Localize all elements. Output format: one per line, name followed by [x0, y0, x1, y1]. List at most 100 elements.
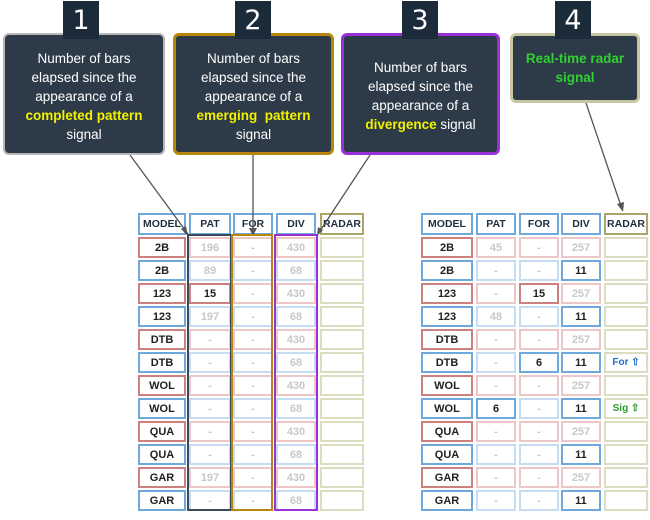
cell-div: 257	[561, 329, 601, 350]
cell-div: 430	[276, 421, 316, 442]
callout-2-post: signal	[235, 126, 272, 142]
callout-4-text: Real-time radar signal	[513, 49, 637, 87]
header-for: FOR	[519, 213, 559, 235]
cell-radar	[320, 306, 364, 327]
cell-div: 68	[276, 306, 316, 327]
cell-div: 11	[561, 306, 601, 327]
cell-model: QUA	[138, 444, 186, 465]
cell-model: 2B	[138, 237, 186, 258]
cell-div: 68	[276, 352, 316, 373]
callout-completed-pattern: Number of bars elapsed since the appeara…	[3, 33, 165, 155]
badge-2: 2	[235, 1, 271, 39]
callout-3-pre: Number of bars elapsed since the appeara…	[367, 60, 474, 113]
callout-4-highlight: Real-time radar signal	[525, 51, 625, 85]
cell-pat: 6	[476, 398, 516, 419]
cell-div: 11	[561, 260, 601, 281]
callout-emerging-pattern: Number of bars elapsed since the appeara…	[173, 33, 334, 155]
cell-model: DTB	[421, 329, 473, 350]
cell-div: 430	[276, 283, 316, 304]
cell-pat: 45	[476, 237, 516, 258]
cell-for: -	[519, 467, 559, 488]
cell-model: WOL	[138, 398, 186, 419]
header-model: MODEL	[138, 213, 186, 235]
cell-div: 257	[561, 375, 601, 396]
cell-radar	[604, 375, 648, 396]
cell-pat: -	[189, 421, 231, 442]
cell-pat: -	[476, 444, 516, 465]
cell-model: 123	[138, 306, 186, 327]
cell-for: 15	[519, 283, 559, 304]
cell-div: 68	[276, 260, 316, 281]
cell-pat: -	[476, 329, 516, 350]
cell-radar	[320, 283, 364, 304]
cell-pat: -	[476, 352, 516, 373]
cell-radar	[604, 421, 648, 442]
cell-div: 11	[561, 352, 601, 373]
cell-model: WOL	[138, 375, 186, 396]
header-radar: RADAR	[604, 213, 648, 235]
cell-for: -	[519, 444, 559, 465]
header-div: DIV	[276, 213, 316, 235]
cell-model: 123	[421, 283, 473, 304]
cell-radar	[320, 467, 364, 488]
cell-pat: 48	[476, 306, 516, 327]
badge-3: 3	[402, 1, 438, 39]
cell-model: 2B	[421, 260, 473, 281]
cell-pat: -	[476, 260, 516, 281]
badge-1: 1	[63, 1, 99, 39]
connector-line-3	[317, 154, 371, 235]
connector-line-4	[585, 102, 623, 210]
cell-model: DTB	[138, 329, 186, 350]
connector-line-1	[129, 154, 189, 235]
cell-model: GAR	[138, 467, 186, 488]
callout-1-pre: Number of bars elapsed since the appeara…	[31, 50, 137, 104]
header-model: MODEL	[421, 213, 473, 235]
cell-radar	[604, 283, 648, 304]
cell-pat: -	[476, 283, 516, 304]
connector-arrowhead-3	[317, 227, 323, 236]
header-pat: PAT	[476, 213, 516, 235]
connector-arrowhead-1	[181, 226, 188, 236]
cell-pat: 196	[189, 237, 231, 258]
cell-for: -	[519, 398, 559, 419]
callout-1-text: Number of bars elapsed since the appeara…	[5, 45, 163, 144]
callout-3-highlight: divergence	[365, 117, 437, 132]
cell-div: 11	[561, 444, 601, 465]
for-column-highlight	[231, 234, 273, 511]
callout-1-highlight: completed pattern	[25, 107, 143, 123]
callout-1-post: signal	[66, 126, 102, 142]
cell-model: DTB	[138, 352, 186, 373]
cell-radar	[604, 490, 648, 511]
cell-model: QUA	[138, 421, 186, 442]
pat-column-highlight	[187, 234, 232, 511]
cell-div: 430	[276, 237, 316, 258]
cell-radar	[320, 490, 364, 511]
cell-radar	[604, 444, 648, 465]
cell-pat: -	[189, 352, 231, 373]
cell-model: 2B	[421, 237, 473, 258]
cell-model: 2B	[138, 260, 186, 281]
cell-model: 123	[421, 306, 473, 327]
cell-model: WOL	[421, 375, 473, 396]
cell-model: WOL	[421, 398, 473, 419]
cell-div: 257	[561, 421, 601, 442]
div-column-highlight	[274, 234, 318, 511]
badge-4: 4	[555, 1, 591, 39]
cell-model: QUA	[421, 421, 473, 442]
callout-divergence: Number of bars elapsed since the appeara…	[341, 33, 500, 155]
cell-radar: Sig ⇧	[604, 398, 648, 419]
cell-div: 430	[276, 375, 316, 396]
header-radar: RADAR	[320, 213, 364, 235]
cell-div: 257	[561, 467, 601, 488]
cell-div: 257	[561, 237, 601, 258]
connector-arrowhead-4	[617, 202, 624, 212]
callout-2-pre: Number of bars elapsed since the appeara…	[200, 50, 307, 104]
cell-radar	[320, 260, 364, 281]
cell-radar	[320, 352, 364, 373]
cell-model: GAR	[138, 490, 186, 511]
cell-radar	[320, 421, 364, 442]
connector-arrowhead-2	[249, 228, 257, 236]
cell-div: 430	[276, 329, 316, 350]
cell-for: -	[519, 329, 559, 350]
